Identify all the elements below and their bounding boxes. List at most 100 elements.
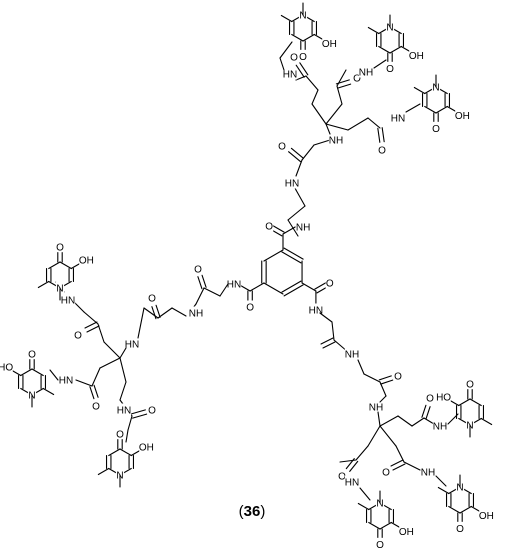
right-left-hn: HN	[345, 475, 359, 489]
top-branch-left	[311, 89, 319, 105]
right-spacer	[331, 321, 335, 341]
left-mid-ch2	[49, 369, 59, 381]
svg-text:O: O	[466, 379, 474, 390]
top-mid-carbonyl	[335, 79, 350, 85]
top-spacer-hn: HN	[285, 176, 299, 190]
svg-text:OH: OH	[479, 511, 494, 522]
left-up-oxygen: O	[73, 328, 82, 342]
right-spacer-carbonyl1	[322, 341, 336, 349]
benzene-double-bond	[281, 251, 302, 264]
pyridinone-left-top-c-methyl	[37, 280, 50, 289]
top-right-carbonyl	[381, 127, 385, 143]
svg-text:HN: HN	[227, 280, 241, 291]
svg-text:O: O	[56, 242, 64, 253]
core-amide-left-bond	[249, 282, 265, 292]
core-amide-top-carbonyl	[272, 225, 285, 233]
top-branch-left	[295, 75, 307, 81]
svg-text:O: O	[92, 402, 100, 413]
svg-text:HN: HN	[125, 340, 139, 351]
top-spacer-2	[295, 159, 303, 177]
right-branch-up	[411, 417, 425, 427]
top-branch-mid	[336, 85, 343, 105]
pyridinone-top-right-carbonyl-oxygen: O	[431, 121, 440, 135]
svg-text:O: O	[299, 52, 307, 63]
svg-text:NH: NH	[369, 403, 383, 414]
pyridinone-left-top-ring-bond	[59, 261, 72, 270]
svg-text:O: O	[338, 472, 346, 483]
left-down-carbonyl	[130, 409, 146, 415]
core-amide-top-oxygen: O	[265, 219, 273, 233]
pyridinone-top-left-ring-bond	[291, 33, 304, 42]
svg-text:HN: HN	[117, 406, 131, 417]
pyridinone-right-left-ring-bond	[379, 521, 392, 530]
pyridinone-right-top-c-methyl	[480, 417, 493, 426]
right-up-oxygen: O	[425, 391, 434, 405]
pyridinone-top-right-c-methyl	[413, 86, 426, 95]
svg-text:OH: OH	[409, 51, 424, 62]
left-branch-up	[97, 323, 105, 343]
right-branch-down	[403, 461, 421, 471]
pyridinone-left-mid-ring-bond	[20, 368, 33, 377]
right-down-ch2	[435, 475, 447, 487]
svg-text:OH: OH	[399, 527, 414, 538]
right-spacer-oxygen2: O	[393, 369, 402, 383]
top-right-carbonyl	[377, 127, 381, 143]
svg-text:O: O	[376, 540, 384, 550]
pyridinone-right-top-hydroxyl: HO	[436, 390, 451, 403]
top-spacer-oxygen: O	[277, 139, 286, 153]
svg-text:HN: HN	[59, 376, 73, 387]
pyridinone-left-top-hydroxyl: OH	[79, 253, 94, 266]
top-left-carbonyl	[295, 64, 305, 78]
left-branch-mid	[75, 379, 93, 387]
svg-text:O: O	[278, 142, 286, 153]
svg-text:NH: NH	[329, 136, 343, 147]
pyridinone-top-left-carbonyl-oxygen: O	[298, 49, 307, 63]
right-branch-left	[367, 425, 381, 447]
left-spacer-oxygen1: O	[193, 262, 202, 276]
top-right-oxygen: O	[377, 143, 386, 157]
left-down-ch2	[125, 429, 129, 443]
svg-text:HO: HO	[0, 362, 13, 373]
right-branch-up	[397, 415, 413, 427]
right-branch-up	[379, 415, 399, 427]
pyridinone-top-right-hydroxyl: OH	[455, 108, 470, 122]
svg-text:O: O	[148, 406, 156, 417]
right-branch-down	[379, 425, 397, 447]
left-nh: HN	[125, 337, 139, 351]
compound-number-label: (36)	[239, 503, 266, 520]
left-branch-up	[103, 341, 121, 359]
svg-text:OH: OH	[79, 255, 94, 266]
top-mid-carbonyl	[337, 83, 352, 89]
right-spacer-to-nh	[379, 395, 387, 403]
right-spacer-carbonyl2	[378, 375, 392, 381]
top-mid-nh: NH	[359, 65, 373, 79]
pyridinone-right-bottom-ring-bond	[448, 505, 461, 514]
right-down-oxygen: O	[381, 465, 390, 479]
svg-text:N: N	[432, 83, 439, 94]
pyridinone-top-left-ring-bond	[302, 33, 315, 42]
left-spacer-2	[143, 307, 159, 319]
pyridinone-left-mid-c-methyl	[42, 387, 55, 396]
core-amide-right-carbonyl	[314, 282, 327, 290]
pyridinone-left-mid-ring-bond	[31, 368, 44, 377]
right-down-carbonyl	[390, 459, 404, 467]
svg-text:O: O	[74, 331, 82, 342]
svg-text:O: O	[194, 265, 202, 276]
right-spacer-carbonyl1	[320, 337, 334, 345]
svg-text:O: O	[394, 372, 402, 383]
top-left-oxygen: O	[289, 50, 298, 64]
svg-text:O: O	[290, 53, 298, 64]
svg-text:OH: OH	[139, 442, 154, 453]
left-quaternary-bond	[119, 347, 127, 359]
right-left-oxygen: O	[337, 469, 346, 483]
svg-text:HN: HN	[285, 179, 299, 190]
svg-text:OH: OH	[455, 111, 470, 122]
core-amide-top-nh: NH	[296, 220, 310, 234]
left-spacer-nh: NH	[189, 306, 203, 320]
left-mid-oxygen: O	[91, 399, 100, 413]
right-quaternary-bond	[377, 411, 381, 427]
top-left-ring-link	[279, 41, 293, 59]
svg-text:NH: NH	[296, 223, 310, 234]
pyridinone-top-mid-c-methyl	[367, 26, 380, 35]
